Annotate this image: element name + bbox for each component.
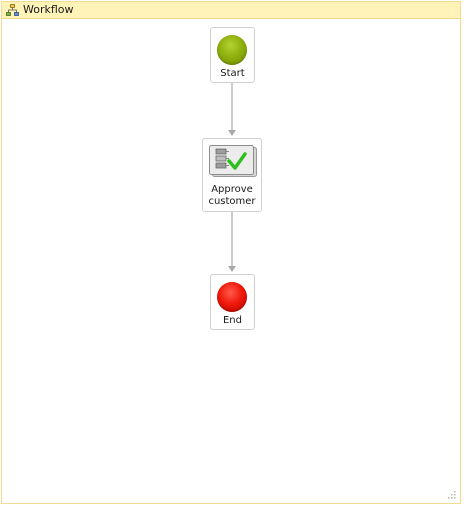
arrowhead-end xyxy=(228,266,236,272)
end-node[interactable]: End xyxy=(210,274,255,330)
start-label: Start xyxy=(220,68,245,79)
check-mark-icon xyxy=(227,152,247,170)
workflow-header: Workflow xyxy=(2,2,460,19)
end-circle-icon xyxy=(217,282,247,312)
approve-label-line2: customer xyxy=(208,196,256,207)
approval-task-icon xyxy=(209,145,257,177)
approve-customer-node[interactable]: Approve customer xyxy=(202,138,262,212)
start-node[interactable]: Start xyxy=(210,27,255,83)
resize-grip-icon[interactable] xyxy=(447,490,456,499)
workflow-title: Workflow xyxy=(23,3,74,16)
arrowhead-approve xyxy=(228,130,236,136)
start-circle-icon xyxy=(217,35,247,65)
workflow-icon xyxy=(6,4,19,16)
approve-label-line1: Approve xyxy=(211,184,253,195)
end-label: End xyxy=(222,315,242,326)
